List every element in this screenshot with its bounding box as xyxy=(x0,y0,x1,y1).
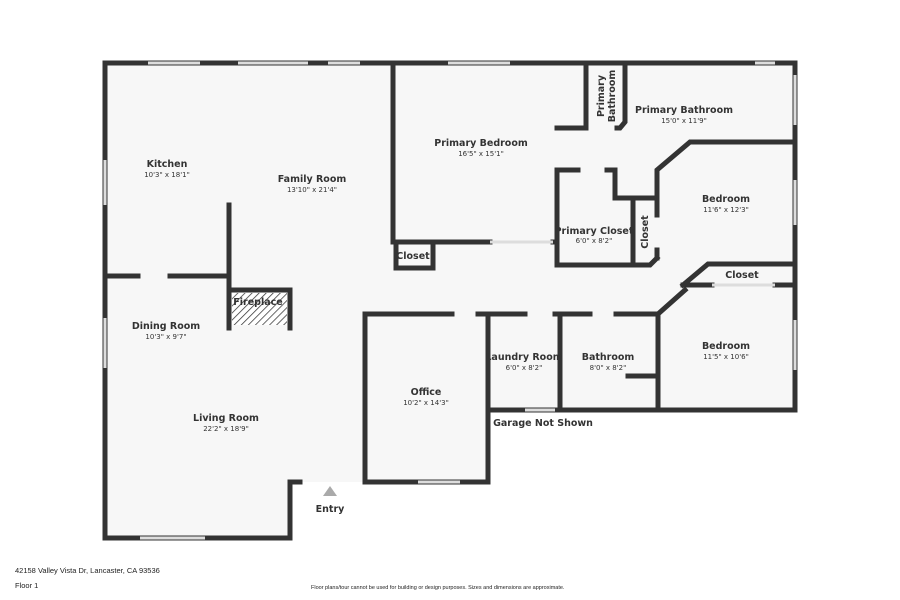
laundry-room-dim: 6'0" x 8'2" xyxy=(506,364,543,372)
dining-room-label: Dining Room xyxy=(132,321,200,332)
laundry-room-label: Laundry Room xyxy=(485,352,562,363)
fireplace-label: Fireplace xyxy=(233,297,282,308)
primary-bathroom-label: Primary Bathroom xyxy=(635,105,733,116)
primary-bedroom-label: Primary Bedroom xyxy=(434,138,528,149)
dining-room-dim: 10'3" x 9'7" xyxy=(145,333,186,341)
floor-area xyxy=(105,63,795,538)
entry-label: Entry xyxy=(316,504,345,515)
garage-note: Garage Not Shown xyxy=(493,418,593,429)
primary-closet-dim: 6'0" x 8'2" xyxy=(576,237,613,245)
fireplace-hearth xyxy=(232,293,287,325)
disclaimer: Floor plans/tour cannot be used for buil… xyxy=(311,585,565,591)
family-room-dim: 13'10" x 21'4" xyxy=(287,186,337,194)
bedroom-2-label: Bedroom xyxy=(702,341,750,352)
kitchen-label: Kitchen xyxy=(147,159,188,170)
bedroom-dim: 11'6" x 12'3" xyxy=(703,206,749,214)
closet-right-label: Closet xyxy=(725,270,759,281)
entry-arrow-icon xyxy=(323,486,337,496)
living-room-label: Living Room xyxy=(193,413,259,424)
office-dim: 10'2" x 14'3" xyxy=(403,399,449,407)
floor-label: Floor 1 xyxy=(15,581,39,590)
address: 42158 Valley Vista Dr, Lancaster, CA 935… xyxy=(15,566,160,575)
bedroom-label: Bedroom xyxy=(702,194,750,205)
room-labels: Kitchen 10'3" x 18'1" Family Room 13'10"… xyxy=(132,70,759,515)
bathroom-label: Bathroom xyxy=(582,352,635,363)
primary-closet-label: Primary Closet xyxy=(555,226,634,237)
bedroom-2-dim: 11'5" x 10'6" xyxy=(703,353,749,361)
bathroom-dim: 8'0" x 8'2" xyxy=(590,364,627,372)
primary-bedroom-dim: 16'5" x 15'1" xyxy=(458,150,504,158)
closet-vertical-label: Closet xyxy=(640,215,651,249)
family-room-label: Family Room xyxy=(278,174,347,185)
kitchen-dim: 10'3" x 18'1" xyxy=(144,171,190,179)
walls xyxy=(102,60,798,541)
closet-label: Closet xyxy=(396,251,430,262)
primary-bath-small-label-1: Primary xyxy=(596,74,607,117)
windows xyxy=(103,61,797,540)
living-room-dim: 22'2" x 18'9" xyxy=(203,425,249,433)
primary-bath-small-label-2: Bathroom xyxy=(607,70,618,123)
primary-bathroom-dim: 15'0" x 11'9" xyxy=(661,117,707,125)
office-label: Office xyxy=(411,387,442,398)
